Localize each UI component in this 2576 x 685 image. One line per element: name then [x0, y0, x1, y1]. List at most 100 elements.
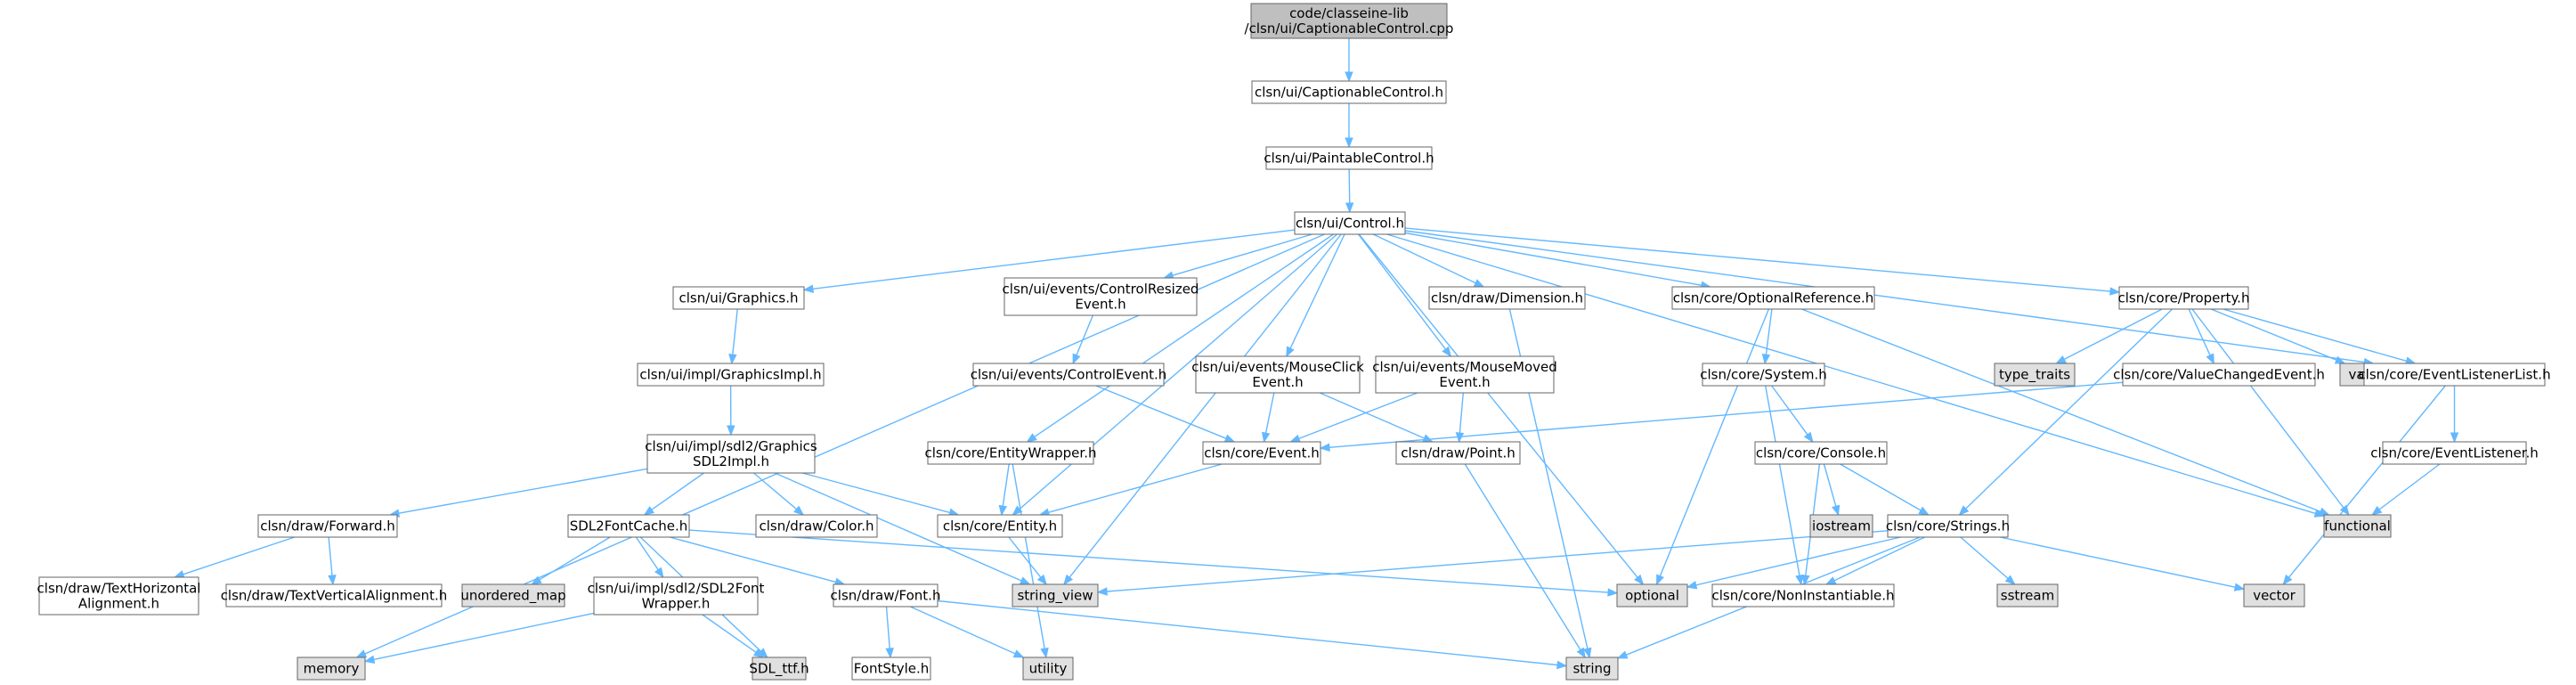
node-box	[38, 576, 199, 616]
node-noninst[interactable]: clsn/core/NonInstantiable.h	[1711, 583, 1895, 608]
node-label: clsn/ui/events/ControlResized	[1003, 281, 1199, 298]
edge-line	[670, 536, 836, 583]
node-property[interactable]: clsn/core/Property.h	[2118, 286, 2250, 310]
node-textvalign[interactable]: clsn/draw/TextVerticalAlignment.h	[221, 583, 448, 608]
node-valuechanged[interactable]: clsn/core/ValueChangedEvent.h	[2113, 363, 2325, 387]
node-entitywrapper[interactable]: clsn/core/EntityWrapper.h	[925, 441, 1097, 465]
edge-line	[2188, 308, 2211, 356]
node-label: clsn/draw/Point.h	[1401, 445, 1516, 461]
edge-line	[1048, 463, 1223, 513]
edge-line	[1348, 168, 1351, 204]
node-label: clsn/ui/Control.h	[1296, 216, 1404, 232]
node-optref[interactable]: clsn/core/OptionalReference.h	[1671, 286, 1875, 310]
node-box	[1428, 286, 1586, 310]
edge-arrowhead	[1345, 202, 1354, 214]
node-event[interactable]: clsn/core/Event.h	[1202, 441, 1321, 465]
edge-line	[1319, 392, 1425, 439]
edge-arrowhead	[1824, 576, 1837, 585]
edge-arrowhead	[2450, 432, 2459, 444]
edge-arrowhead	[1040, 647, 1049, 659]
node-box	[1250, 3, 1448, 39]
node-label: utility	[1029, 661, 1068, 677]
edge-control-to-dimension	[1372, 233, 1485, 288]
node-functional: functional	[2323, 514, 2392, 538]
edge-arrowhead	[885, 648, 894, 659]
edge-arrowhead	[1289, 434, 1301, 443]
node-root[interactable]: code/classeine-lib/clsn/ui/CaptionableCo…	[1245, 3, 1454, 39]
edge-arrowhead	[1063, 574, 1074, 586]
node-color[interactable]: clsn/draw/Color.h	[755, 514, 878, 538]
edge-line	[1765, 385, 1800, 576]
node-captionable[interactable]: clsn/ui/CaptionableControl.h	[1251, 80, 1447, 104]
edge-line	[1464, 463, 1581, 650]
node-iostream: iostream	[1809, 514, 1873, 538]
node-fontcache[interactable]: SDL2FontCache.h	[567, 514, 690, 538]
edge-arrowhead	[1442, 346, 1452, 358]
edge-arrowhead	[1607, 588, 1619, 597]
edge-forward-to-texthalign	[173, 536, 295, 579]
edge-line	[1069, 233, 1342, 578]
edge-optref-to-optional	[1656, 308, 1770, 586]
node-strings[interactable]: clsn/core/Strings.h	[1886, 514, 2010, 538]
node-box	[937, 514, 1063, 538]
edge-arrowhead	[728, 354, 737, 365]
node-box	[1251, 80, 1447, 104]
edge-line	[732, 308, 738, 355]
edge-paintable-to-control	[1345, 168, 1354, 214]
node-label: string_view	[1017, 588, 1093, 605]
node-label: clsn/ui/events/MouseClick	[1191, 359, 1364, 375]
edge-arrowhead	[173, 570, 185, 579]
edge-line	[1008, 536, 1042, 578]
node-string: string	[1565, 656, 1619, 681]
node-dimension[interactable]: clsn/draw/Dimension.h	[1428, 286, 1586, 310]
edge-line	[2223, 308, 2407, 362]
node-evlistenerlist[interactable]: clsn/core/EventListenerList.h	[2358, 363, 2551, 387]
edge-arrowhead	[355, 649, 368, 658]
node-memory: memory	[297, 656, 366, 681]
edge-arrowhead	[654, 567, 664, 579]
node-graphicsimpl[interactable]: clsn/ui/impl/GraphicsImpl.h	[637, 363, 825, 387]
node-box	[2323, 514, 2392, 538]
edge-arrowhead	[2109, 287, 2121, 296]
node-box	[927, 441, 1094, 465]
node-label: clsn/draw/Font.h	[831, 588, 941, 604]
node-ctrlevent[interactable]: clsn/ui/events/ControlEvent.h	[971, 363, 1167, 387]
edge-line	[1404, 227, 2111, 292]
edge-fontcache-to-font	[670, 536, 846, 586]
node-point[interactable]: clsn/draw/Point.h	[1395, 441, 1521, 465]
node-paintable[interactable]: clsn/ui/PaintableControl.h	[1264, 146, 1434, 170]
edge-line	[2000, 536, 2236, 588]
node-label: /clsn/ui/CaptionableControl.cpp	[1245, 20, 1454, 37]
node-label: clsn/draw/Forward.h	[260, 518, 395, 534]
edge-evlistenerlist-to-vector	[2282, 385, 2446, 586]
node-console[interactable]: clsn/core/Console.h	[1754, 441, 1888, 465]
edge-line	[688, 529, 1609, 593]
node-label: clsn/ui/events/MouseMoved	[1372, 359, 1557, 375]
node-entity[interactable]: clsn/core/Entity.h	[937, 514, 1063, 538]
edge-system-to-noninst	[1765, 385, 1804, 586]
edge-line	[1823, 463, 1837, 507]
edge-system-to-console	[1771, 385, 1814, 444]
node-box	[672, 286, 805, 310]
edge-line	[1357, 233, 1446, 350]
node-forward[interactable]: clsn/draw/Forward.h	[257, 514, 398, 538]
node-graphics[interactable]: clsn/ui/Graphics.h	[672, 286, 805, 310]
node-system[interactable]: clsn/core/System.h	[1700, 363, 1827, 387]
edge-sdl2impl-to-fontcache	[643, 472, 704, 516]
node-evlistener[interactable]: clsn/core/EventListener.h	[2370, 441, 2539, 465]
node-font[interactable]: clsn/draw/Font.h	[831, 583, 941, 608]
node-box	[752, 656, 807, 681]
edge-arrowhead	[1801, 575, 1810, 586]
edge-control-to-graphics	[802, 229, 1296, 293]
node-fontstyle[interactable]: FontStyle.h	[851, 656, 931, 681]
edge-line	[1659, 308, 1770, 576]
node-control[interactable]: clsn/ui/Control.h	[1294, 211, 1406, 235]
edge-line	[1289, 233, 1345, 349]
node-label: clsn/core/EventListenerList.h	[2358, 367, 2550, 383]
